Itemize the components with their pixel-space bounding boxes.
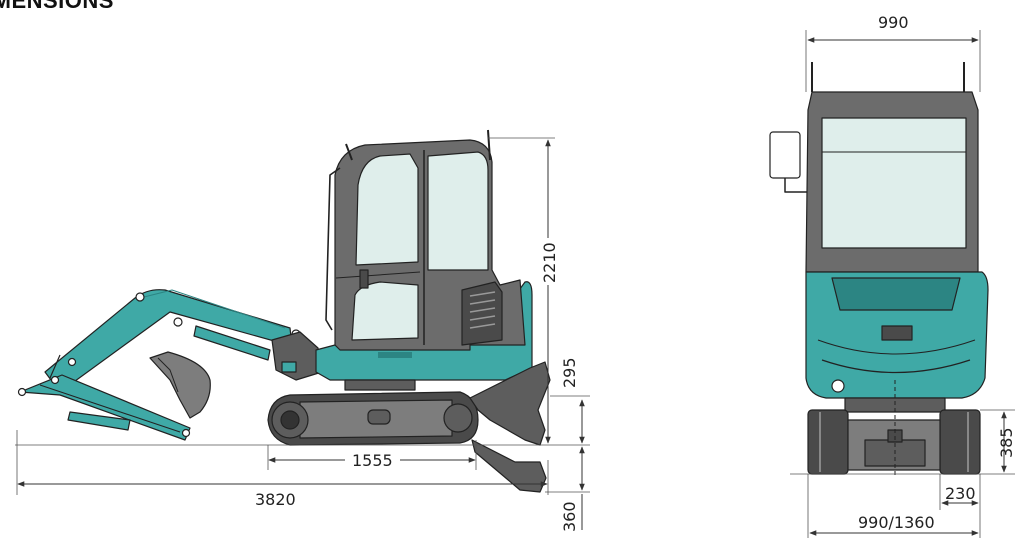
- dim-track-width-label: 230: [945, 484, 976, 503]
- right-track: [939, 409, 981, 475]
- dim-ground-clearance-label: 295: [560, 357, 579, 388]
- dim-cab-height-label: 2210: [540, 242, 559, 283]
- bucket: [149, 351, 211, 419]
- cab-window-lower: [351, 281, 419, 341]
- left-track: [807, 409, 849, 475]
- arm: [19, 374, 191, 441]
- dozer-blade: [469, 361, 551, 446]
- cab-window-door: [427, 151, 489, 271]
- front-view-excavator: [769, 62, 989, 478]
- dim-overall-length-label: 3820: [255, 490, 296, 509]
- dim-track-gauge-label: 990/1360: [858, 513, 935, 532]
- dim-track-length-label: 1555: [352, 451, 393, 470]
- front-dimensions: [790, 30, 1015, 538]
- cab-window-front: [355, 153, 419, 266]
- page-title: IMENSIONS: [0, 0, 114, 13]
- side-dimensions: [15, 137, 590, 530]
- side-view-excavator: [17, 129, 551, 493]
- engine-grille: [461, 281, 503, 346]
- dim-blade-depth-label: 360: [560, 501, 579, 532]
- side-mirror: [769, 131, 801, 179]
- dim-cab-width-label: 990: [878, 13, 909, 32]
- boom-cylinder: [193, 325, 271, 361]
- front-cab-glass: [821, 117, 967, 249]
- dim-track-height-label: 385: [997, 427, 1015, 458]
